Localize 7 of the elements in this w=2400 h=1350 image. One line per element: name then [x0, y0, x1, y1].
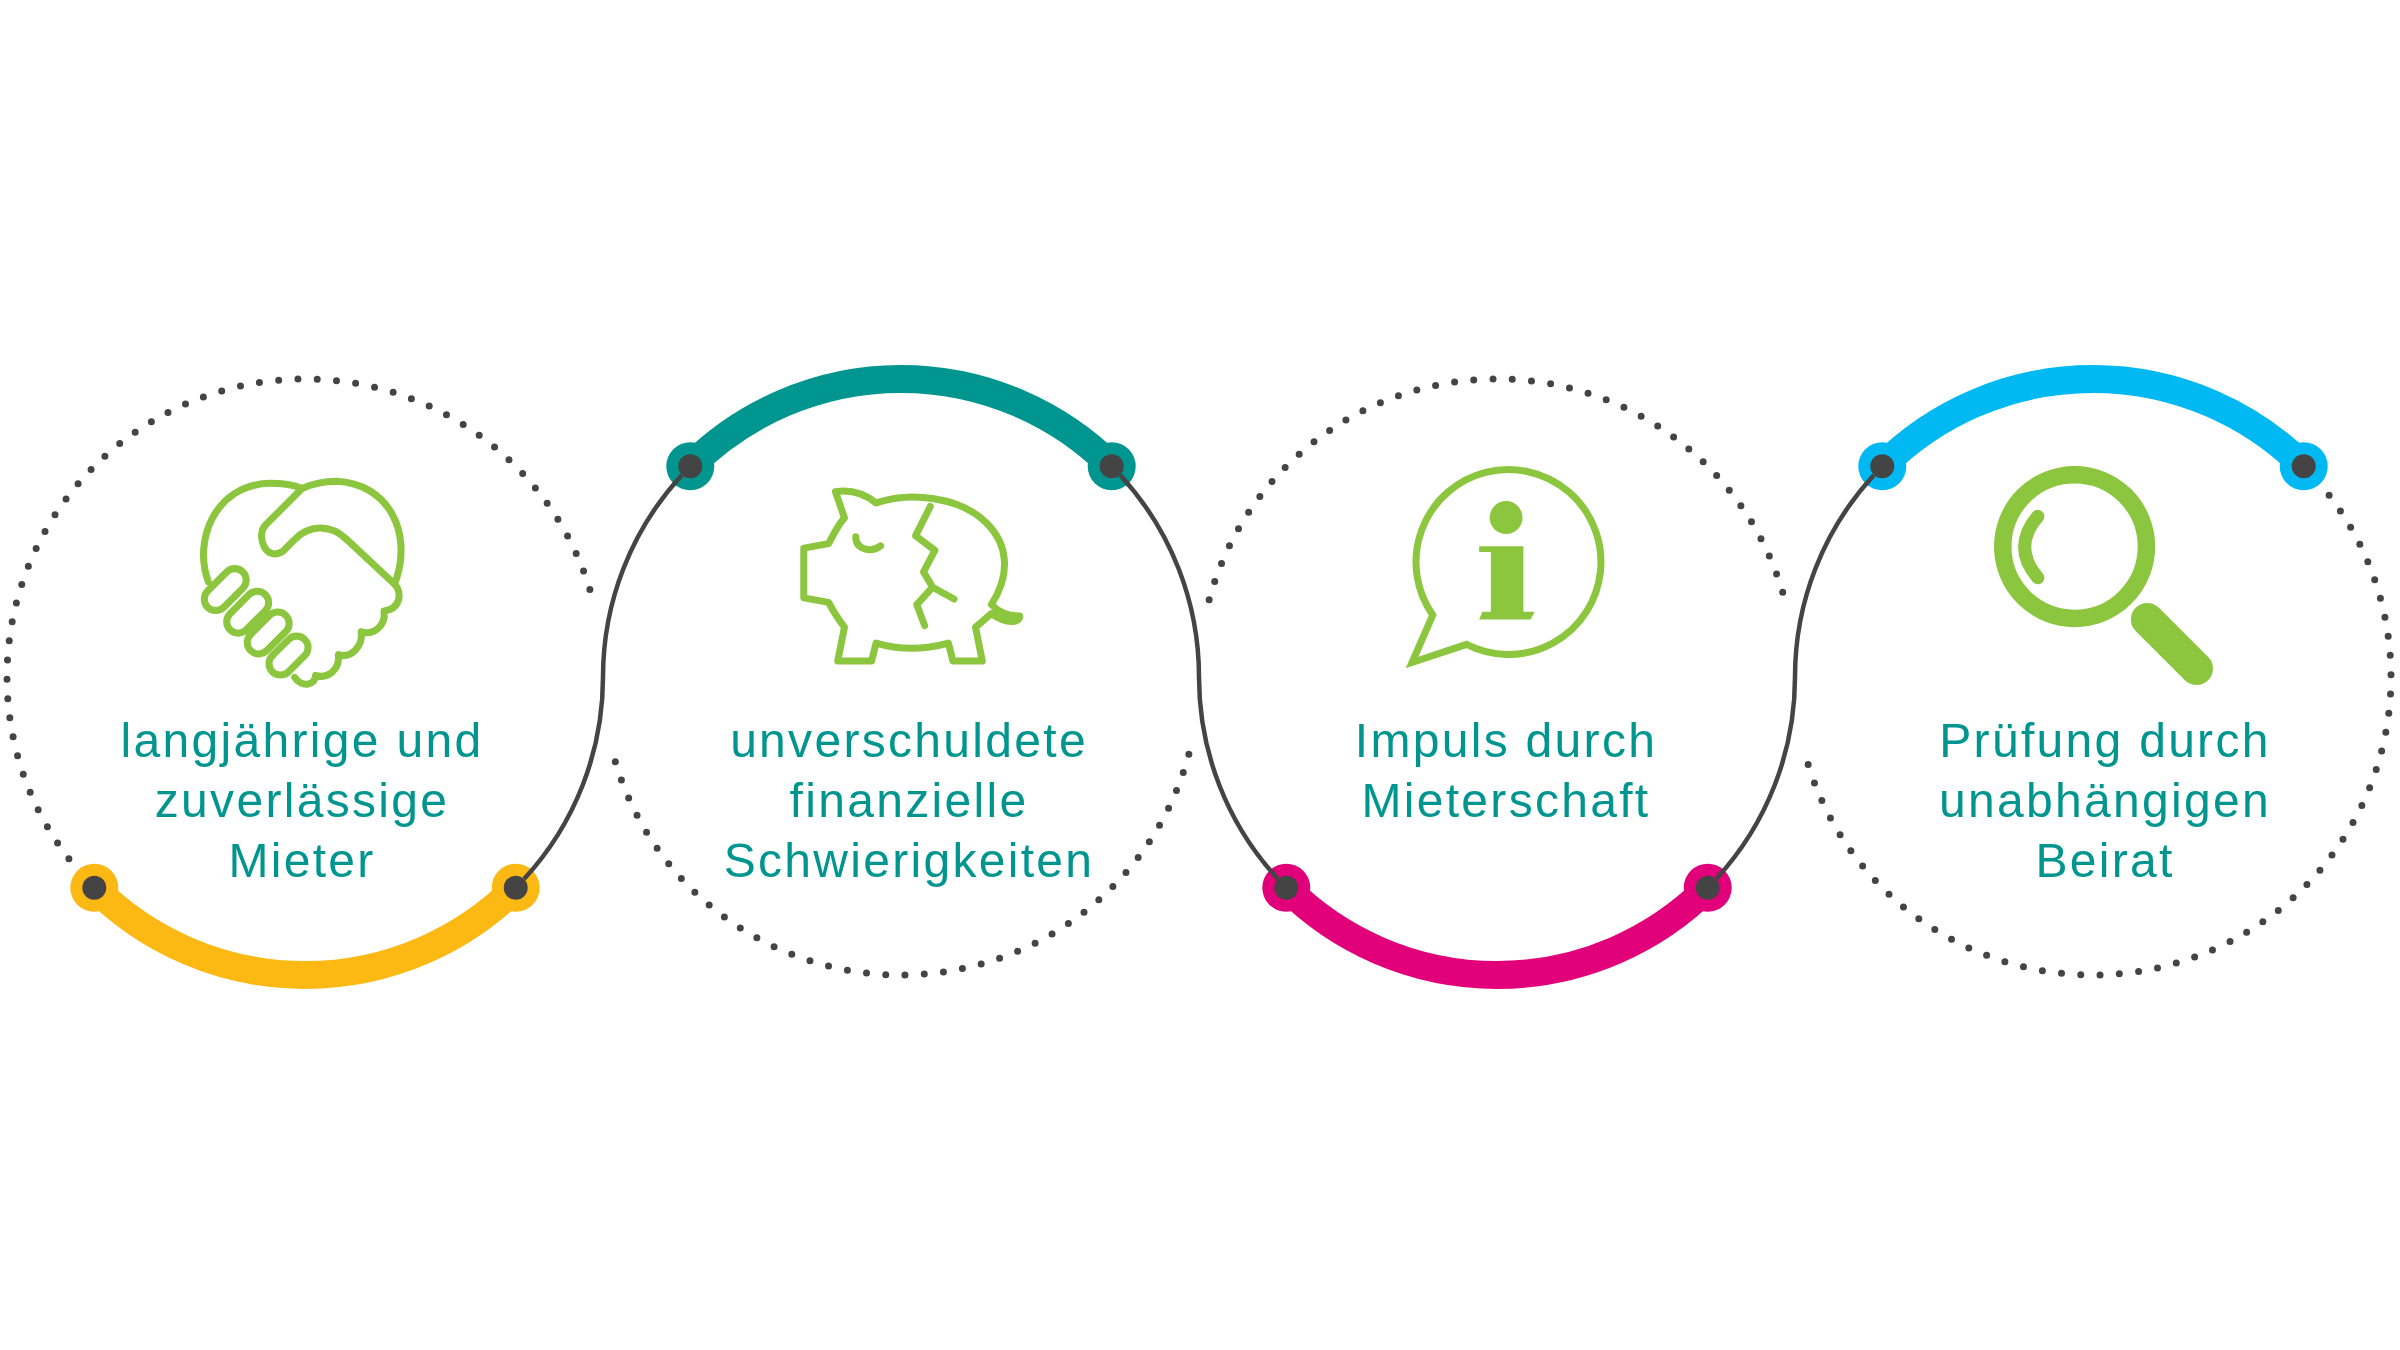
connector-line [1714, 473, 1876, 881]
step-label: Prüfung durch unabhängigen Beirat [1938, 713, 2272, 889]
step-label: unverschuldete finanzielle Schwierigkeiten [722, 713, 1096, 889]
step-label: langjährige und zuverlässige Mieter [119, 713, 485, 889]
connector-line [1118, 473, 1280, 881]
connector-line [522, 473, 684, 881]
step-label: Impuls durch Mieterschaft [1353, 713, 1659, 829]
